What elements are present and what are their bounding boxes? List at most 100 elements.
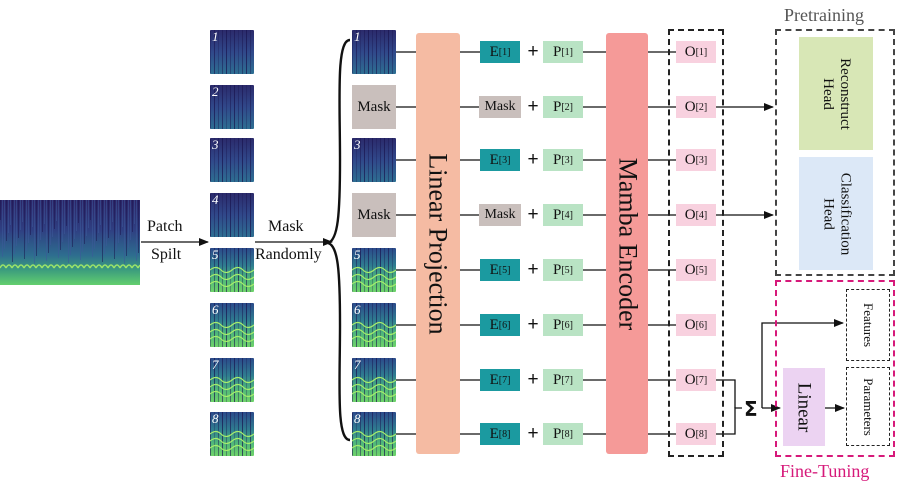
spectrogram-stripe	[0, 200, 1, 220]
linear-projection-label: Linear Projection	[424, 152, 453, 335]
spectrogram-patch: 8	[352, 412, 396, 456]
spectrogram-harmonic	[71, 264, 79, 269]
patch-harmonic	[352, 328, 396, 336]
patch-stripe	[238, 138, 239, 182]
patch-stripe	[246, 85, 247, 129]
patch-stripe	[234, 303, 235, 347]
patch-harmonic	[352, 383, 396, 391]
spectrogram-harmonic	[35, 264, 43, 269]
patch-stripe	[364, 358, 365, 402]
patch-stripe	[246, 412, 247, 456]
spectrogram-harmonic	[59, 264, 67, 269]
embedding-index: [7]	[498, 374, 511, 386]
output-token: O[1]	[676, 41, 716, 63]
patch-number: 8	[212, 412, 219, 426]
position-letter: P	[552, 261, 562, 278]
spectrogram-stripe	[94, 200, 95, 249]
split-label: Spilt	[151, 246, 182, 263]
spectrogram-stripe	[18, 200, 19, 238]
spectrogram-stripe	[58, 200, 59, 258]
spectrogram-stripe	[34, 200, 35, 264]
patch-stripe	[246, 138, 247, 182]
plus-sign: +	[527, 149, 539, 170]
patch-stripe	[222, 248, 223, 292]
linear-projection-block: Linear Projection	[416, 33, 460, 454]
output-letter: O	[684, 43, 696, 60]
patch-harmonic	[210, 273, 254, 281]
patch-harmonic	[210, 321, 254, 329]
plus-sign: +	[527, 314, 539, 335]
spectrogram-patch: 3	[210, 138, 254, 182]
spectrogram-stripe	[46, 200, 47, 261]
patch-stripe	[360, 138, 361, 182]
spectrogram-patch: 1	[210, 30, 254, 74]
embedding-token: E[7]	[480, 369, 520, 391]
patch-stripe	[360, 358, 361, 402]
plus-sign: +	[527, 96, 539, 117]
spectrogram-harmonic	[131, 264, 139, 269]
patch-stripe	[218, 358, 219, 402]
parameters-box: Parameters	[846, 367, 890, 446]
reconstruct-head: Reconstruct Head	[799, 37, 873, 150]
spectrogram-stripe	[52, 200, 53, 237]
patch-stripe	[218, 303, 219, 347]
position-letter: P	[552, 206, 562, 223]
patch-harmonic	[352, 335, 396, 343]
patch-stripe	[360, 30, 361, 74]
patch-stripe	[250, 412, 251, 456]
patch-harmonic	[210, 437, 254, 445]
patch-stripe	[392, 30, 393, 74]
plus-sign: +	[527, 204, 539, 225]
patch-number: 3	[212, 138, 219, 152]
spectrogram-patch: 4	[210, 193, 254, 237]
patch-stripe	[372, 358, 373, 402]
patch-stripe	[368, 412, 369, 456]
patch-stripe	[222, 30, 223, 74]
output-index: [3]	[695, 154, 708, 166]
embedding-letter: Mask	[484, 99, 516, 114]
output-token: O[2]	[676, 96, 716, 118]
spectrogram-stripe	[24, 200, 25, 259]
patch-stripe	[360, 248, 361, 292]
mask-label: Mask	[268, 218, 304, 235]
plus-sign: +	[527, 259, 539, 280]
full-spectrogram	[0, 200, 140, 285]
output-letter: O	[684, 98, 696, 115]
output-letter: O	[684, 206, 696, 223]
patch-texture	[352, 303, 396, 347]
patch-stripe	[376, 138, 377, 182]
spectrogram-stripe	[104, 200, 105, 254]
patch-texture	[352, 248, 396, 292]
embedding-letter: Mask	[484, 207, 516, 222]
patch-stripe	[222, 303, 223, 347]
output-letter: O	[684, 316, 696, 333]
patch-stripe	[388, 138, 389, 182]
patch-stripe	[242, 85, 243, 129]
wire-group	[141, 38, 845, 442]
patch-number: 7	[212, 358, 219, 372]
patch-stripe	[246, 248, 247, 292]
patch-number: 3	[354, 138, 361, 152]
features-box: Features	[846, 289, 890, 361]
output-index: [6]	[695, 319, 708, 331]
patch-number: 5	[354, 248, 361, 262]
position-letter: P	[552, 425, 562, 442]
patch-stripe	[376, 30, 377, 74]
classification-head-label: Classification Head	[820, 172, 853, 255]
patch-number: 1	[212, 30, 219, 44]
output-token: O[6]	[676, 314, 716, 336]
position-letter: P	[552, 371, 562, 388]
patch-stripe	[226, 193, 227, 237]
patch-harmonic	[352, 266, 396, 274]
spectrogram-harmonic	[83, 264, 91, 269]
patch-stripe	[222, 138, 223, 182]
patch-stripe	[222, 85, 223, 129]
patch-texture	[352, 138, 393, 182]
spectrogram-texture	[0, 200, 140, 269]
spectrogram-stripe	[132, 200, 133, 232]
spectrogram-patch: 8	[210, 412, 254, 456]
patch-stripe	[356, 30, 357, 74]
patch-stripe	[376, 303, 377, 347]
patch-stripe	[246, 193, 247, 237]
